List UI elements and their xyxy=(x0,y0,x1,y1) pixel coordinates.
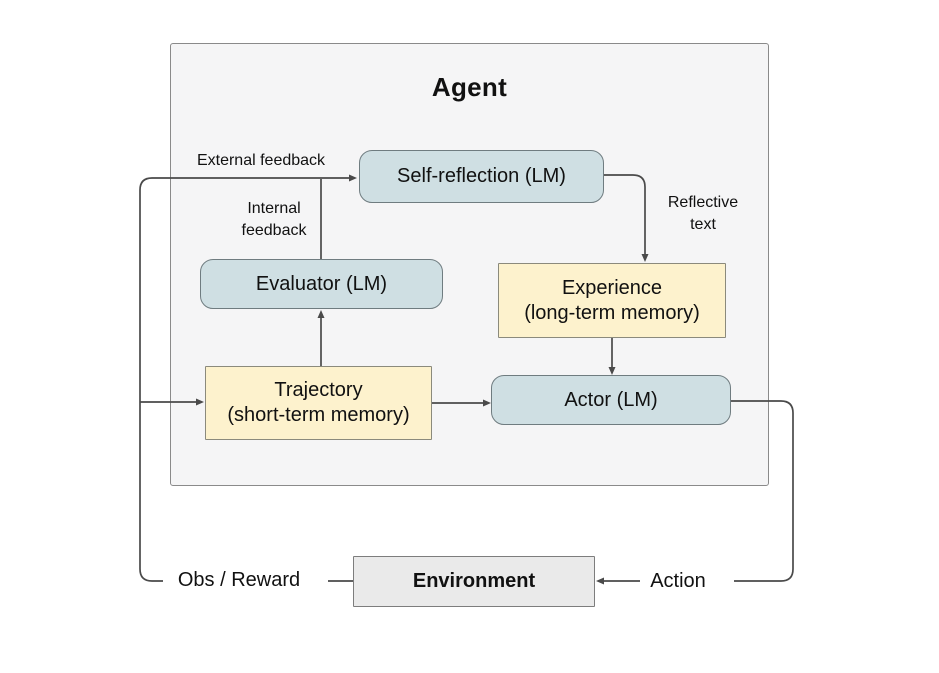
node-self-reflection: Self-reflection (LM) xyxy=(359,150,604,203)
node-self-reflection-label: Self-reflection (LM) xyxy=(397,165,566,187)
label-internal-feedback: Internal feedback xyxy=(228,198,320,242)
label-obs-reward: Obs / Reward xyxy=(177,569,301,591)
label-reflective-text: Reflective text xyxy=(657,192,749,236)
label-reflective-text-line2: text xyxy=(690,216,716,233)
label-reflective-text-line1: Reflective xyxy=(667,194,739,211)
label-internal-feedback-line2: feedback xyxy=(241,222,307,239)
node-actor: Actor (LM) xyxy=(491,375,731,425)
node-environment: Environment xyxy=(353,556,595,607)
agent-title: Agent xyxy=(431,72,508,102)
node-actor-label: Actor (LM) xyxy=(564,388,658,411)
node-trajectory: Trajectory (short-term memory) xyxy=(205,366,432,440)
node-trajectory-line1: Trajectory xyxy=(274,379,363,401)
node-trajectory-line2: (short-term memory) xyxy=(227,404,410,426)
node-experience-line1: Experience xyxy=(561,276,663,299)
label-external-feedback: External feedback xyxy=(196,152,326,169)
label-action: Action xyxy=(650,570,706,592)
node-environment-label: Environment xyxy=(412,570,536,592)
node-evaluator: Evaluator (LM) xyxy=(200,259,443,309)
label-internal-feedback-line1: Internal xyxy=(247,200,301,217)
node-experience: Experience (long-term memory) xyxy=(498,263,726,338)
node-experience-line2: (long-term memory) xyxy=(524,301,700,324)
node-evaluator-label: Evaluator (LM) xyxy=(255,272,388,295)
